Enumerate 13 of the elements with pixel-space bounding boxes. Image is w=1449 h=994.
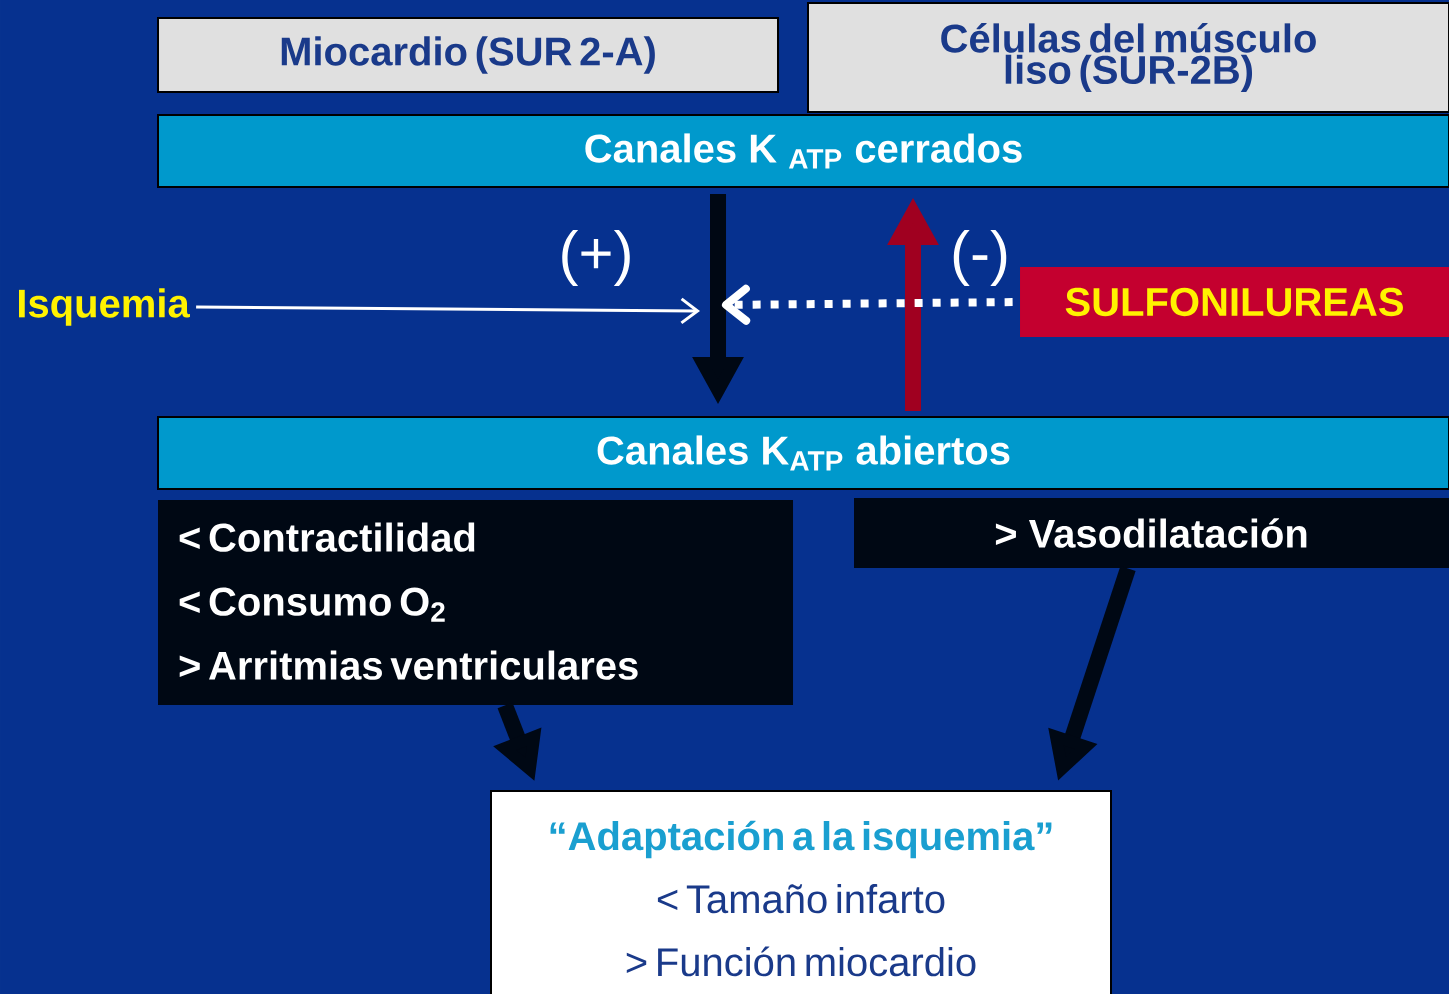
effects-box: < Contractilidad < Consumo O$_{2}$ > Arritmias ventriculares xyxy=(158,500,793,705)
title-box: Células del músculo liso (SUR-2B) xyxy=(807,2,1449,113)
input-label: Isquemia xyxy=(19,288,190,326)
outcome-box: “Adaptación a la isquemia” < Tamaño infarto > Función miocardio xyxy=(490,790,1112,994)
edge-label: (-) xyxy=(953,230,1007,286)
channel-band: Canales K $_{ATP}$ cerrados xyxy=(157,114,1449,188)
effect-box: > Vasodilatación xyxy=(854,498,1449,568)
channel-band: Canales K$_{ATP}$ abiertos xyxy=(157,416,1449,490)
title-box: Miocardio (SUR 2-A) xyxy=(157,17,779,93)
edge-label: (+) xyxy=(562,230,630,286)
drug-box: SULFONILUREAS xyxy=(1020,267,1449,337)
arrow xyxy=(722,284,1013,325)
arrow xyxy=(196,297,701,325)
